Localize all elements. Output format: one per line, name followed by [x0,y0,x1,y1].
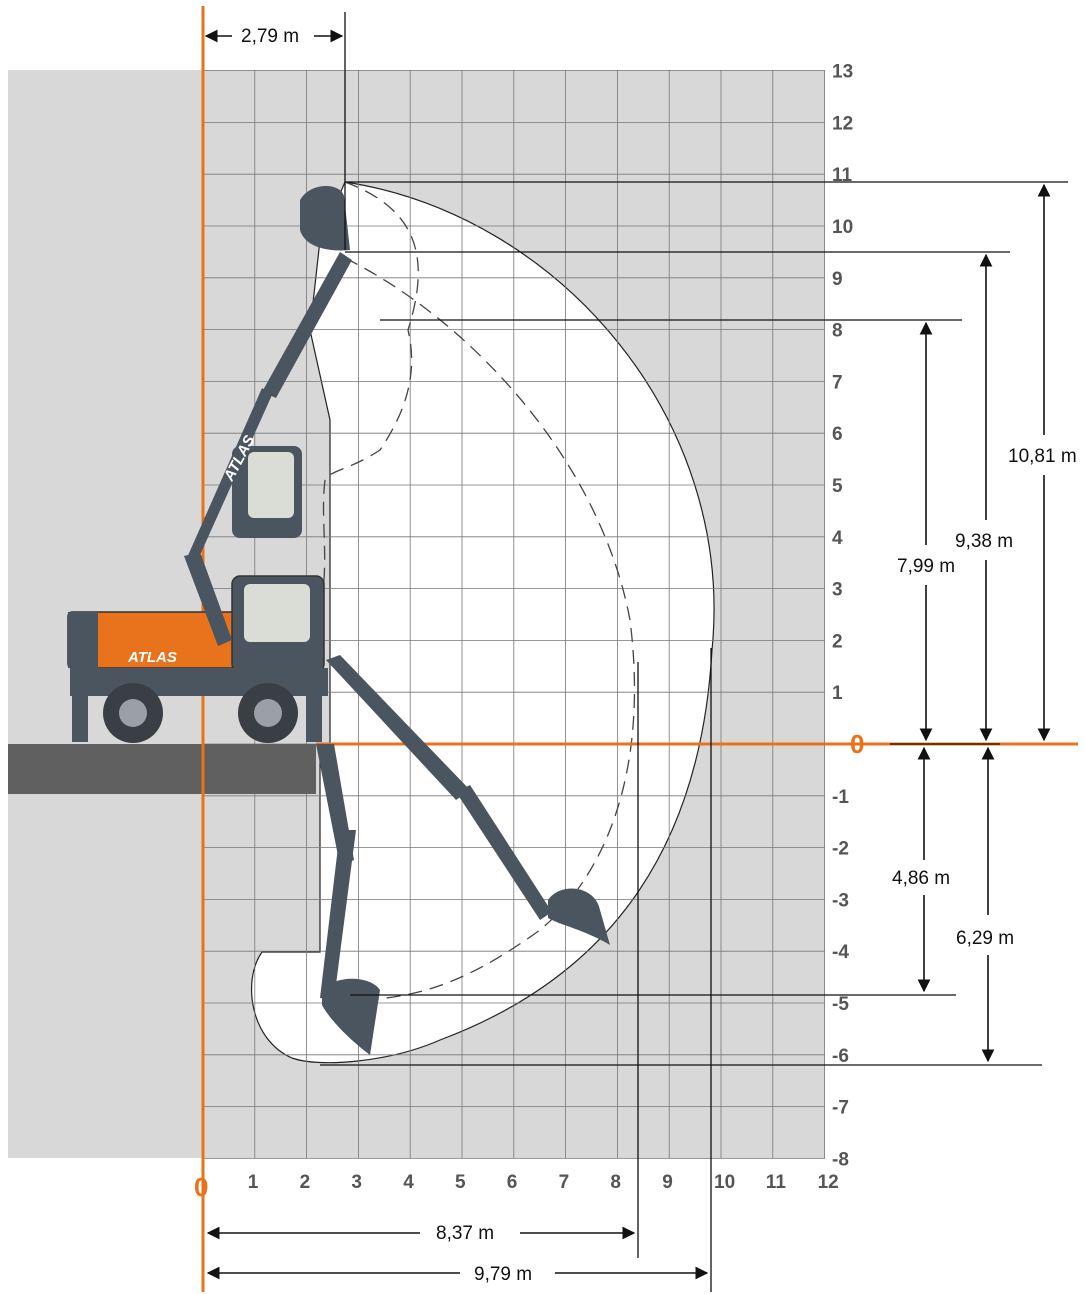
x-tick-label: 4 [403,1172,414,1193]
y-tick-label: 7 [832,372,843,393]
bucket-extended [548,888,610,945]
x-tick-label: 5 [455,1172,466,1193]
x-tick-label: 10 [714,1172,735,1193]
y-tick-label: 1 [832,683,843,704]
y-tick-label: -6 [832,1046,849,1067]
x-tick-label: 8 [610,1172,621,1193]
dim-height-2: 9,38 m [955,531,1013,552]
y-tick-label: 9 [832,269,843,290]
y-tick-label: 8 [832,321,843,342]
dim-reach-1: 8,37 m [436,1223,494,1244]
dim-depth-2: 6,29 m [956,928,1014,949]
reach-envelope [250,181,715,1064]
y-tick-label: 6 [832,424,843,445]
x-tick-label: 7 [559,1172,570,1193]
bucket-down [322,978,380,1055]
x-tick-label: 3 [351,1172,362,1193]
x-tick-label: 6 [507,1172,518,1193]
boom-extended [326,655,470,800]
y-axis-zero: 0 [850,729,864,759]
y-tick-label: -4 [832,942,849,963]
dim-reach-2: 9,79 m [474,1264,532,1285]
y-tick-label: -2 [832,839,849,860]
dim-height-3: 10,81 m [1008,446,1077,467]
x-tick-label: 9 [662,1172,673,1193]
y-tick-label: -8 [832,1149,849,1170]
boom-base [184,552,232,646]
y-tick-label: 12 [832,113,853,134]
x-tick-label: 1 [248,1172,259,1193]
cabin-raised-window [248,452,294,518]
x-tick-label: 11 [766,1172,787,1193]
x-tick-label: 2 [300,1172,311,1193]
outrigger-rear [72,690,88,742]
dim-height-1: 7,99 m [897,556,955,577]
x-axis-zero: 0 [194,1172,208,1202]
y-tick-label: -1 [832,787,849,808]
y-tick-label: -5 [832,994,849,1015]
stick-extended [456,785,552,920]
body-logo: ATLAS [127,649,177,666]
y-tick-label: -3 [832,890,849,911]
undercarriage [70,668,328,696]
grid [203,70,825,1159]
y-axis-ticks: 13 12 11 10 9 8 7 6 5 4 3 2 1 -1 -2 -3 -4 -5 -6 -7 -8 [832,62,853,1171]
excavator: ATLAS ATLAS [67,185,610,1055]
y-tick-label: 3 [832,580,843,601]
stick-raised [262,252,352,398]
dim-depth-1: 4,86 m [892,868,950,889]
ground-block [8,744,316,794]
x-tick-label: 12 [818,1172,839,1193]
bucket-raised [300,185,350,251]
boom-raised [186,388,272,560]
dimension-arrows [204,29,1051,1280]
cabin-window [244,584,310,642]
stick-down [320,830,356,1000]
y-tick-label: 5 [832,476,843,497]
y-tick-label: 13 [832,62,853,83]
counterweight [68,612,98,668]
outrigger-front [306,690,322,742]
y-tick-label: -7 [832,1098,849,1119]
y-tick-label: 10 [832,217,853,238]
y-tick-label: 4 [832,528,843,549]
y-tick-label: 11 [832,165,853,186]
arm-dashed-curve [319,181,419,611]
dim-top-offset: 2,79 m [241,26,299,47]
y-tick-label: 2 [832,631,843,652]
reference-lines [320,12,1068,1292]
